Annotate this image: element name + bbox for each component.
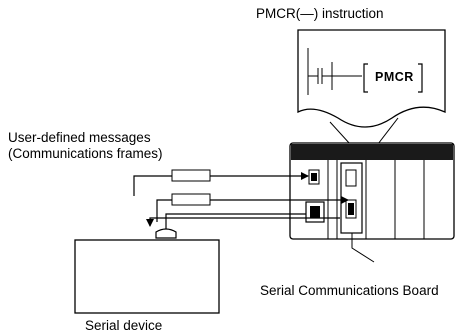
pmcr-block-bracket-right: [418, 63, 423, 93]
pmcr-block-bracket-left: [363, 63, 368, 93]
message-frame-2: [171, 193, 211, 206]
board-pointer: [351, 233, 375, 263]
message-frame-1: [171, 169, 211, 182]
pmcr-block-label: PMCR: [375, 70, 414, 84]
instruction-caption: PMCR(—) instruction: [256, 6, 384, 21]
messages-caption-line2: (Communications frames): [8, 146, 163, 161]
plc-unit: [289, 142, 455, 240]
callout-line-left: [329, 121, 351, 145]
serial-cable: [165, 213, 306, 230]
device-caption: Serial device: [85, 318, 163, 333]
ladder-program-sheet: [297, 29, 446, 128]
messages-caption-line1: User-defined messages: [8, 130, 151, 145]
callout-line-right: [377, 117, 399, 145]
cable-connector: [155, 228, 177, 239]
receive-arrow: [146, 217, 340, 227]
serial-device-box: [74, 239, 220, 314]
serial-board-port-upper: [345, 169, 357, 187]
board-caption: Serial Communications Board: [260, 283, 439, 298]
